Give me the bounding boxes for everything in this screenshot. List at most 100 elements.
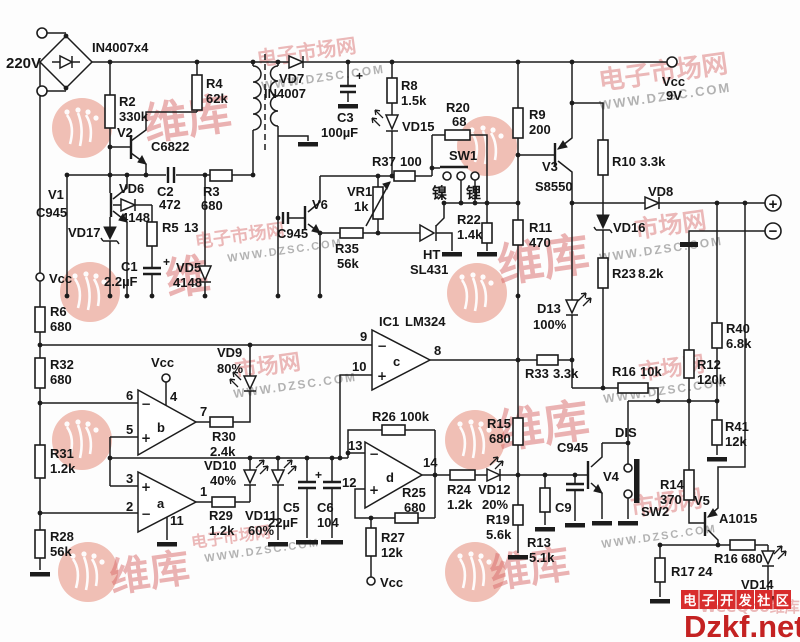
transistors bbox=[109, 135, 718, 536]
label-vd5: VD5 bbox=[176, 260, 201, 275]
shunt-HT-SL431 bbox=[419, 223, 437, 243]
label-r16a: R16 bbox=[612, 364, 636, 379]
label-r4: R4 bbox=[206, 76, 223, 91]
label-c9: C9 bbox=[555, 500, 572, 515]
label-vr1v: 1k bbox=[354, 199, 369, 214]
label-vd14: VD14 bbox=[741, 577, 774, 592]
label-term-minus: − bbox=[769, 223, 778, 240]
label-v5t: A1015 bbox=[719, 511, 757, 526]
label-r2: R2 bbox=[119, 94, 136, 109]
label-vr1: VR1 bbox=[347, 184, 372, 199]
label-ic1: IC1 bbox=[379, 314, 399, 329]
capacitors bbox=[143, 84, 584, 492]
label-r28v: 56k bbox=[50, 544, 72, 559]
label-d13v: 100% bbox=[533, 317, 567, 332]
brand-tile bbox=[773, 590, 791, 609]
cap-C2 bbox=[166, 167, 176, 183]
vcc-9v-terminal bbox=[666, 56, 678, 68]
resistor-R17 bbox=[654, 557, 666, 583]
label-r29v: 1.2k bbox=[209, 523, 235, 538]
label-v1: V1 bbox=[48, 187, 64, 202]
label-term-plus: + bbox=[769, 196, 778, 213]
label-vd6v: 4148 bbox=[121, 210, 150, 225]
label-ic1t: LM324 bbox=[405, 314, 446, 329]
resistor-R11 bbox=[512, 219, 524, 246]
zener-VD17 bbox=[100, 226, 120, 245]
resistor-R33 bbox=[536, 354, 559, 366]
brand-tile bbox=[755, 590, 773, 609]
label-pin14: 14 bbox=[423, 455, 438, 470]
label-c1: C1 bbox=[121, 259, 138, 274]
vr1-wiper-arrow bbox=[365, 181, 391, 227]
diode-VD7 bbox=[288, 54, 305, 70]
label-ht: HT bbox=[423, 247, 440, 262]
label-vd8: VD8 bbox=[648, 184, 673, 199]
led-VD9 bbox=[229, 371, 258, 392]
transistor-V2 bbox=[129, 135, 147, 165]
label-vd15: VD15 bbox=[402, 119, 435, 134]
label-r29: R29 bbox=[209, 508, 233, 523]
label-r25v: 680 bbox=[404, 500, 426, 515]
resistor-R15 bbox=[512, 417, 524, 446]
label-r35: R35 bbox=[335, 241, 359, 256]
label-r19: R19 bbox=[486, 512, 510, 527]
vr1-arrowhead bbox=[382, 181, 391, 190]
label-r22: R22 bbox=[457, 212, 481, 227]
label-vcc9: Vcc bbox=[662, 74, 685, 89]
label-r31: R31 bbox=[50, 446, 74, 461]
label-vd7t: IN4007 bbox=[264, 86, 306, 101]
label-r26v: 100k bbox=[400, 409, 430, 424]
led-VD10 bbox=[242, 459, 269, 486]
label-vd11v: 60% bbox=[248, 523, 274, 538]
label-c6v: 104 bbox=[317, 515, 339, 530]
label-pin1: 1 bbox=[200, 484, 207, 499]
label-amp-b: b bbox=[157, 420, 165, 435]
label-sw1: SW1 bbox=[449, 148, 477, 163]
label-r13v: 5.1k bbox=[529, 550, 555, 565]
label-r23: R23 bbox=[612, 266, 636, 281]
label-r17v: 24 bbox=[698, 564, 713, 579]
label-r3v: 680 bbox=[201, 198, 223, 213]
label-r9v: 200 bbox=[529, 122, 551, 137]
label-v4t: C945 bbox=[557, 440, 588, 455]
resistor-R16-10k bbox=[617, 382, 649, 394]
label-r3: R3 bbox=[203, 184, 220, 199]
watermark-text: 维库 bbox=[494, 393, 593, 459]
label-r35v: 56k bbox=[337, 256, 359, 271]
resistor-R6 bbox=[34, 306, 46, 333]
opamp-d bbox=[364, 440, 424, 510]
brand-site-link[interactable]: Dzkf.net bbox=[684, 609, 800, 642]
label-r40v: 6.8k bbox=[726, 336, 752, 351]
brand-tile bbox=[699, 590, 717, 609]
label-r10v: 3.3k bbox=[640, 154, 666, 169]
labels: 220VIN4007x4R2330kV2C6822R462kVD7IN4007C… bbox=[6, 40, 778, 592]
label-amp-a: a bbox=[157, 496, 165, 511]
label-amp-d: d bbox=[386, 470, 394, 485]
transistor-V6 bbox=[303, 206, 321, 234]
label-vd6: VD6 bbox=[119, 181, 144, 196]
label-vd16: VD16 bbox=[613, 220, 646, 235]
resistor-R28 bbox=[34, 529, 46, 559]
resistor-R2 bbox=[104, 94, 116, 129]
label-pin9: 9 bbox=[360, 329, 367, 344]
diode-VD6 bbox=[120, 197, 137, 213]
label-vd11: VD11 bbox=[245, 508, 277, 523]
label-vd12v: 20% bbox=[482, 497, 508, 512]
label-r17: R17 bbox=[671, 564, 695, 579]
label-pin5: 5 bbox=[126, 422, 133, 437]
label-r8v: 1.5k bbox=[401, 93, 427, 108]
switch-SW2 bbox=[623, 459, 640, 503]
label-r33: R33 bbox=[525, 366, 549, 381]
ac-terminal-top bbox=[36, 27, 48, 39]
label-r14: R14 bbox=[660, 477, 685, 492]
resistor-R9 bbox=[512, 107, 524, 139]
label-vcc9v: 9V bbox=[666, 88, 682, 103]
label-amp-c: c bbox=[393, 354, 400, 369]
label-r30v: 2.4k bbox=[210, 444, 236, 459]
led-VD11 bbox=[270, 459, 297, 486]
label-r8: R8 bbox=[401, 78, 418, 93]
label-r41: R41 bbox=[725, 419, 749, 434]
label-c2: C2 bbox=[157, 184, 174, 199]
resistor-R31 bbox=[34, 444, 46, 479]
